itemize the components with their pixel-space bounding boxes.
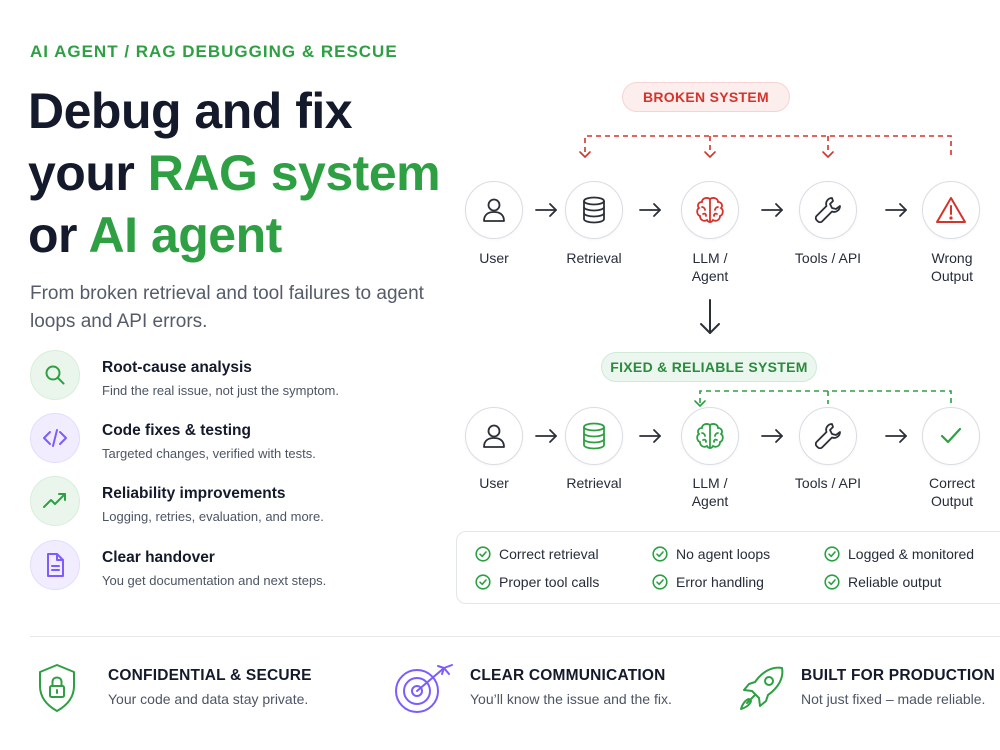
bottom-desc: Not just fixed – made reliable. [801,691,986,707]
brain-icon [696,423,724,449]
fixed-label-tools: Tools / API [794,475,862,491]
wrench-icon [814,423,841,450]
feature-desc: Find the real issue, not just the sympto… [102,383,339,398]
wrench-icon [814,197,841,224]
check-circle-icon [475,546,491,562]
check-item: Logged & monitored [824,546,974,562]
fixed-dashed-lines [699,390,952,408]
broken-label-tools: Tools / API [794,250,862,266]
fixed-node-tools [799,407,857,465]
feature-desc: Targeted changes, verified with tests. [102,446,316,461]
feature-code-fixes: Code fixes & testing Targeted changes, v… [30,413,440,463]
broken-label-llm: LLM / Agent [691,250,729,284]
check-item: No agent loops [652,546,770,562]
subtitle: From broken retrieval and tool failures … [30,283,424,332]
broken-system-pill: BROKEN SYSTEM [622,82,790,112]
feature-reliability: Reliability improvements Logging, retrie… [30,476,440,526]
fixed-label-llm: LLM / Agent [691,475,729,509]
check-label: Correct retrieval [499,546,599,562]
check-label: Proper tool calls [499,574,600,590]
bottom-title: CONFIDENTIAL & SECURE [108,667,312,684]
broken-node-llm [681,181,739,239]
shield-lock-icon [36,662,78,719]
feature-title: Code fixes & testing [102,422,251,439]
feature-title: Reliability improvements [102,485,286,502]
headline-accent-rag: RAG system [147,145,441,201]
page-title: Debug and fix your RAG system or AI agen… [28,80,441,266]
check-circle-icon [652,546,668,562]
bottom-item-confidential: CONFIDENTIAL & SECURE Your code and data… [36,662,366,722]
headline-accent-agent: AI agent [88,207,283,263]
headline-line-2: your RAG system [28,142,441,204]
broken-label-output: Wrong Output [930,250,974,284]
fixed-flow-arrows [535,429,907,443]
feature-desc: You get documentation and next steps. [102,573,327,588]
user-icon [483,198,505,222]
check-item: Reliable output [824,574,941,590]
broken-arrowheads [579,151,834,158]
fixed-node-output [922,407,980,465]
check-circle-icon [824,546,840,562]
database-icon [583,196,605,224]
target-icon [392,662,456,719]
search-icon [30,350,80,400]
fixed-label-user: User [479,475,509,491]
check-label: Reliable output [848,574,942,590]
code-icon [30,413,80,463]
fixed-node-user [465,407,523,465]
bottom-item-communication: CLEAR COMMUNICATION You’ll know the issu… [392,662,702,722]
broken-node-output [922,181,980,239]
broken-flow-arrows [535,203,907,217]
fixed-label-output: Correct Output [929,475,975,509]
check-label: Error handling [676,574,764,590]
fixed-arrowheads [694,400,706,407]
user-icon [483,424,505,448]
broken-label-retrieval: Retrieval [566,250,622,266]
bottom-title: BUILT FOR PRODUCTION [801,667,996,684]
fixed-system-pill: FIXED & RELIABLE SYSTEM [601,352,817,382]
headline-line-3: or AI agent [28,204,440,266]
database-icon [583,422,605,450]
bottom-title: CLEAR COMMUNICATION [470,667,666,684]
feature-desc: Logging, retries, evaluation, and more. [102,509,324,524]
fixed-label-retrieval: Retrieval [566,475,622,491]
headline-line-1: Debug and fix [28,83,353,139]
check-label: Logged & monitored [848,546,975,562]
bottom-desc: Your code and data stay private. [108,691,309,707]
broken-node-user [465,181,523,239]
check-icon [940,427,962,444]
headline-line-3-text: or [28,207,89,263]
check-item: Correct retrieval [475,546,599,562]
section-divider [30,636,1000,637]
check-circle-icon [824,574,840,590]
warning-icon [936,197,966,223]
headline-line-2-text: your [28,145,148,201]
fixed-node-retrieval [565,407,623,465]
feature-title: Root-cause analysis [102,359,252,376]
outcome-checklist: Correct retrieval No agent loops Logged … [456,531,1000,604]
feature-handover: Clear handover You get documentation and… [30,540,440,590]
broken-node-tools [799,181,857,239]
broken-dashed-lines [584,135,952,158]
check-item: Error handling [652,574,764,590]
feature-root-cause: Root-cause analysis Find the real issue,… [30,350,440,400]
check-circle-icon [652,574,668,590]
trending-up-icon [30,476,80,526]
down-arrow [700,299,720,334]
broken-label-user: User [479,250,509,266]
document-icon [30,540,80,590]
bottom-item-production: BUILT FOR PRODUCTION Not just fixed – ma… [736,662,998,722]
check-label: No agent loops [676,546,771,562]
rocket-icon [736,662,788,719]
feature-title: Clear handover [102,549,215,566]
fixed-node-llm [681,407,739,465]
broken-node-retrieval [565,181,623,239]
check-circle-icon [475,574,491,590]
brain-icon [696,197,724,223]
eyebrow-label: AI AGENT / RAG DEBUGGING & RESCUE [30,42,398,61]
bottom-desc: You’ll know the issue and the fix. [470,691,672,707]
check-item: Proper tool calls [475,574,599,590]
